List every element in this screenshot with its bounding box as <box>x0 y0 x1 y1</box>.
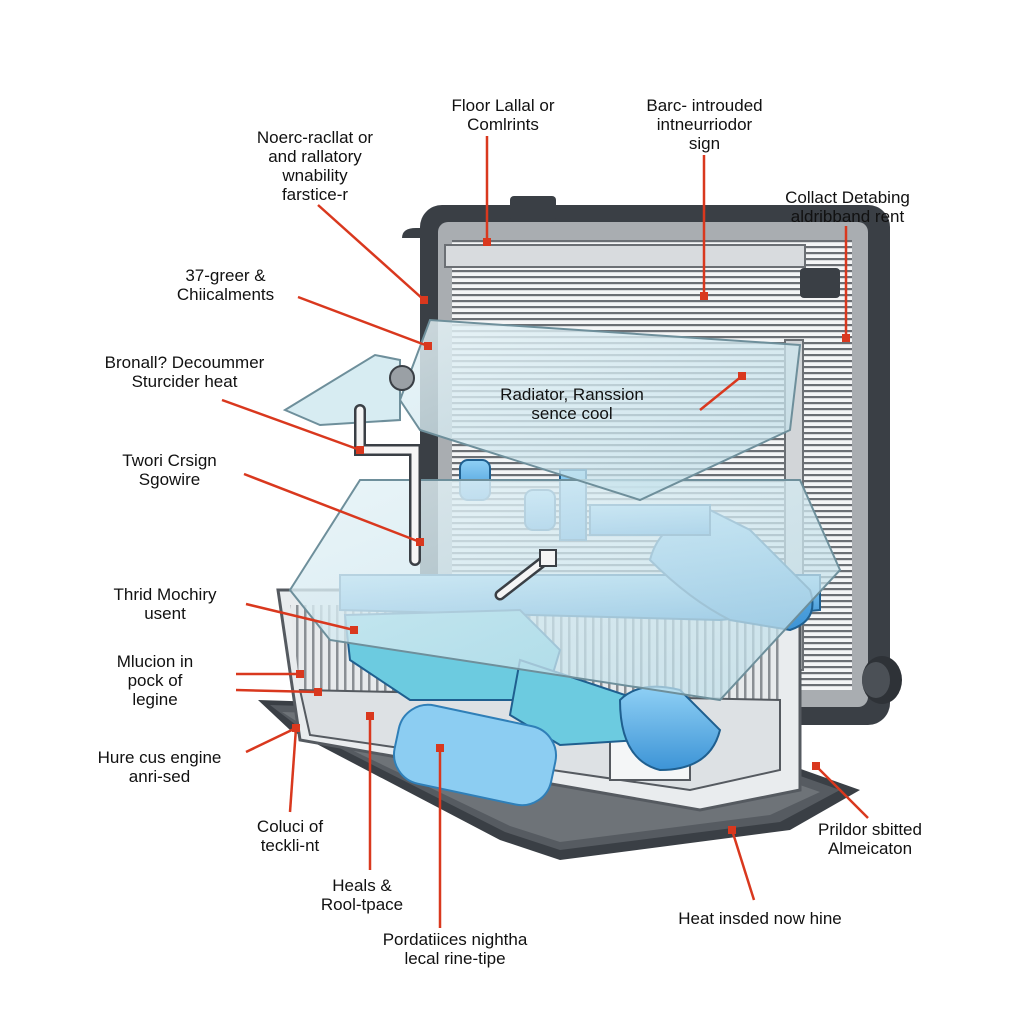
leader-end-heat <box>728 826 736 834</box>
leader-end-pordatiices <box>436 744 444 752</box>
label-heals: Heals &Rool-tpace <box>320 876 404 914</box>
leader-line-heat <box>730 829 756 901</box>
leader-end-bronall <box>356 446 364 454</box>
label-heat: Heat insded now hine <box>678 909 842 928</box>
leader-end-coluci <box>292 724 300 732</box>
pipes <box>354 404 557 601</box>
leader-end-heals <box>366 712 374 720</box>
leader-end-noerc <box>420 296 428 304</box>
leader-end-collact <box>842 334 850 342</box>
label-greer: 37-greer &Chiicalments <box>176 266 275 304</box>
leader-end-barc <box>700 292 708 300</box>
leader-end-twori <box>416 538 424 546</box>
leader-line-twori <box>243 472 421 544</box>
leader-end-radiator <box>738 372 746 380</box>
leader-line-radiator <box>699 375 743 411</box>
leader-end-mlucion2 <box>314 688 322 696</box>
leader-line-bronall <box>221 398 361 452</box>
glass-panels <box>282 318 842 702</box>
leader-end-thrid <box>350 626 358 634</box>
leader-line-prildor <box>815 765 869 819</box>
leader-end-mlucion <box>296 670 304 678</box>
leader-end-floor <box>483 238 491 246</box>
leader-line-coluci <box>288 727 298 813</box>
leader-line-greer <box>297 295 429 348</box>
leader-line-noerc <box>317 204 425 301</box>
leader-line-mlucion2 <box>235 688 319 694</box>
leader-line-thrid <box>245 602 355 632</box>
leader-end-prildor <box>812 762 820 770</box>
leader-end-greer <box>424 342 432 350</box>
leader-line-hure <box>245 726 297 754</box>
leader-lines <box>221 136 869 928</box>
